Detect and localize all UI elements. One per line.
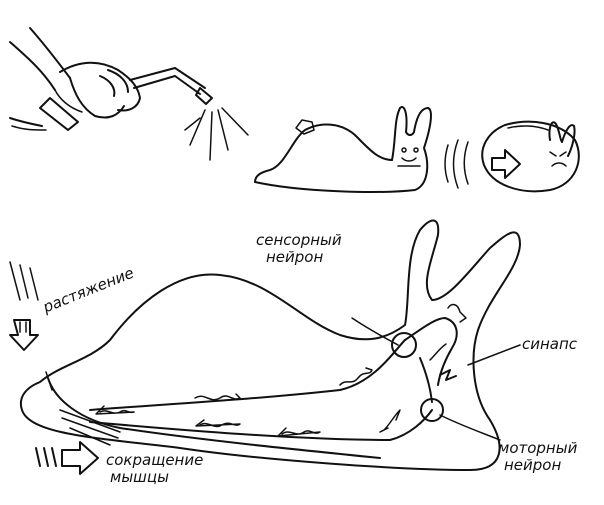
motor-neuron-cell	[420, 398, 444, 422]
label-muscle-contraction: сокращение мышцы	[106, 451, 204, 486]
motion-lines	[444, 139, 469, 189]
gloved-hand-with-sprayer	[9, 27, 249, 161]
stretch-marks	[9, 261, 39, 301]
label-synapse: синапс	[522, 335, 578, 353]
nerve-pathway	[89, 317, 521, 441]
snail-body-large	[20, 219, 521, 471]
sensory-neuron-cell	[391, 332, 417, 358]
label-sensory-neuron: сенсорный нейрон	[256, 231, 342, 266]
contraction-arrow-icon	[35, 441, 99, 475]
snail-small-retracted	[481, 120, 580, 193]
stretch-arrow-icon	[9, 319, 39, 351]
signal-squiggles	[95, 303, 467, 437]
snail-small-relaxed	[254, 106, 432, 193]
label-motor-neuron: моторный нейрон	[498, 439, 578, 474]
